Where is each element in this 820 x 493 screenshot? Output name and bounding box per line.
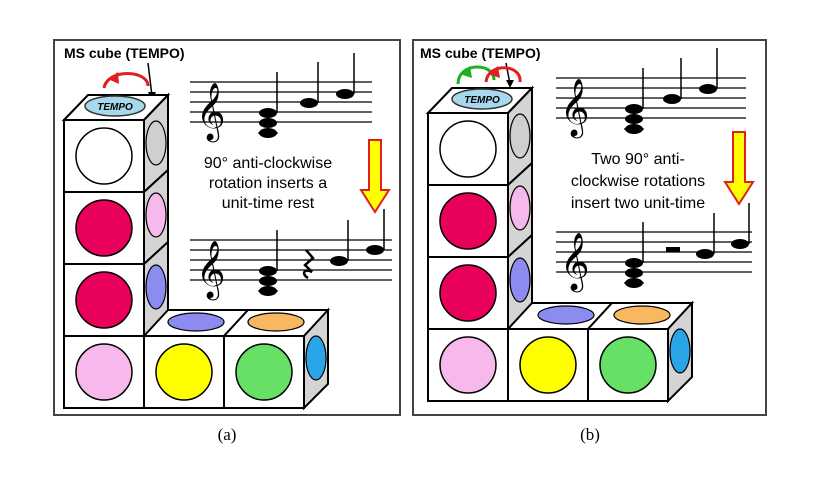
cube-4-dot xyxy=(439,336,497,394)
cube-4-dot xyxy=(75,343,133,401)
tempo-label: TEMPO xyxy=(97,102,133,113)
rotate-arrow-red-icon xyxy=(484,66,522,83)
cube-1-dot xyxy=(75,127,133,185)
rotate-arrow-icon xyxy=(102,72,150,89)
tempo-disc xyxy=(451,88,513,110)
cube-6-dot xyxy=(599,336,657,394)
panel-a: MS cube (TEMPO) TEMPO xyxy=(53,39,401,444)
cube-5-dot xyxy=(519,336,577,394)
cube-label: MS cube (TEMPO) xyxy=(420,45,541,61)
cube-1-side-dot xyxy=(145,120,167,166)
quarter-rest-icon xyxy=(302,249,315,280)
panel-b: MS cube (TEMPO) TEMPO xyxy=(412,39,767,444)
cube-5-top-dot xyxy=(167,312,225,332)
treble-clef-icon: 𝄞 xyxy=(196,83,226,143)
description-line-2: clockwise rotations xyxy=(571,173,705,190)
rotate-arrowhead-green-icon xyxy=(460,66,472,78)
cube-2-side-dot xyxy=(509,185,531,231)
cube-2-dot xyxy=(75,199,133,257)
staff-before: 𝄞 xyxy=(190,53,372,143)
treble-clef-icon: 𝄞 xyxy=(560,233,590,293)
staff-before: 𝄞 xyxy=(556,48,746,139)
down-arrow-icon xyxy=(723,131,755,206)
panel-caption: (a) xyxy=(218,425,237,444)
staff-after: 𝄞 xyxy=(190,209,392,301)
rotate-arrowhead-red-icon xyxy=(488,66,500,78)
half-rest-icon xyxy=(666,247,680,252)
cube-2-side-dot xyxy=(145,192,167,238)
treble-clef-icon: 𝄞 xyxy=(560,79,590,139)
cube-6-side-dot xyxy=(305,335,327,381)
cube-5-top-dot xyxy=(537,305,595,325)
cube-3-dot xyxy=(75,271,133,329)
cube-6-top-dot xyxy=(613,305,671,325)
cube-5-dot xyxy=(155,343,213,401)
tempo-disc xyxy=(84,95,146,117)
cube-3-dot xyxy=(439,264,497,322)
label-pointer-head xyxy=(506,80,514,88)
cube-6-dot xyxy=(235,343,293,401)
cube-label: MS cube (TEMPO) xyxy=(64,45,185,61)
description-line-1: Two 90° anti- xyxy=(591,151,685,168)
down-arrow-icon xyxy=(359,139,391,214)
cube-6-top-dot xyxy=(247,312,305,332)
cube-1-dot xyxy=(439,120,497,178)
tempo-label: TEMPO xyxy=(464,95,500,106)
treble-clef-icon: 𝄞 xyxy=(196,241,226,301)
description-line-3: unit-time rest xyxy=(222,195,315,212)
description-line-1: 90° anti-clockwise xyxy=(204,155,332,172)
label-pointer xyxy=(147,62,153,97)
description-line-3: insert two unit-time xyxy=(571,195,705,212)
rotate-arrowhead-icon xyxy=(108,72,119,84)
description-line-2: rotation inserts a xyxy=(209,175,327,192)
cube-1-side-dot xyxy=(509,113,531,159)
staff-after: 𝄞 xyxy=(556,203,752,293)
cube-2-dot xyxy=(439,192,497,250)
cube-6-side-dot xyxy=(669,328,691,374)
cube-3-side-dot xyxy=(509,257,531,303)
cube-3-side-dot xyxy=(145,264,167,310)
panel-caption: (b) xyxy=(580,425,600,444)
